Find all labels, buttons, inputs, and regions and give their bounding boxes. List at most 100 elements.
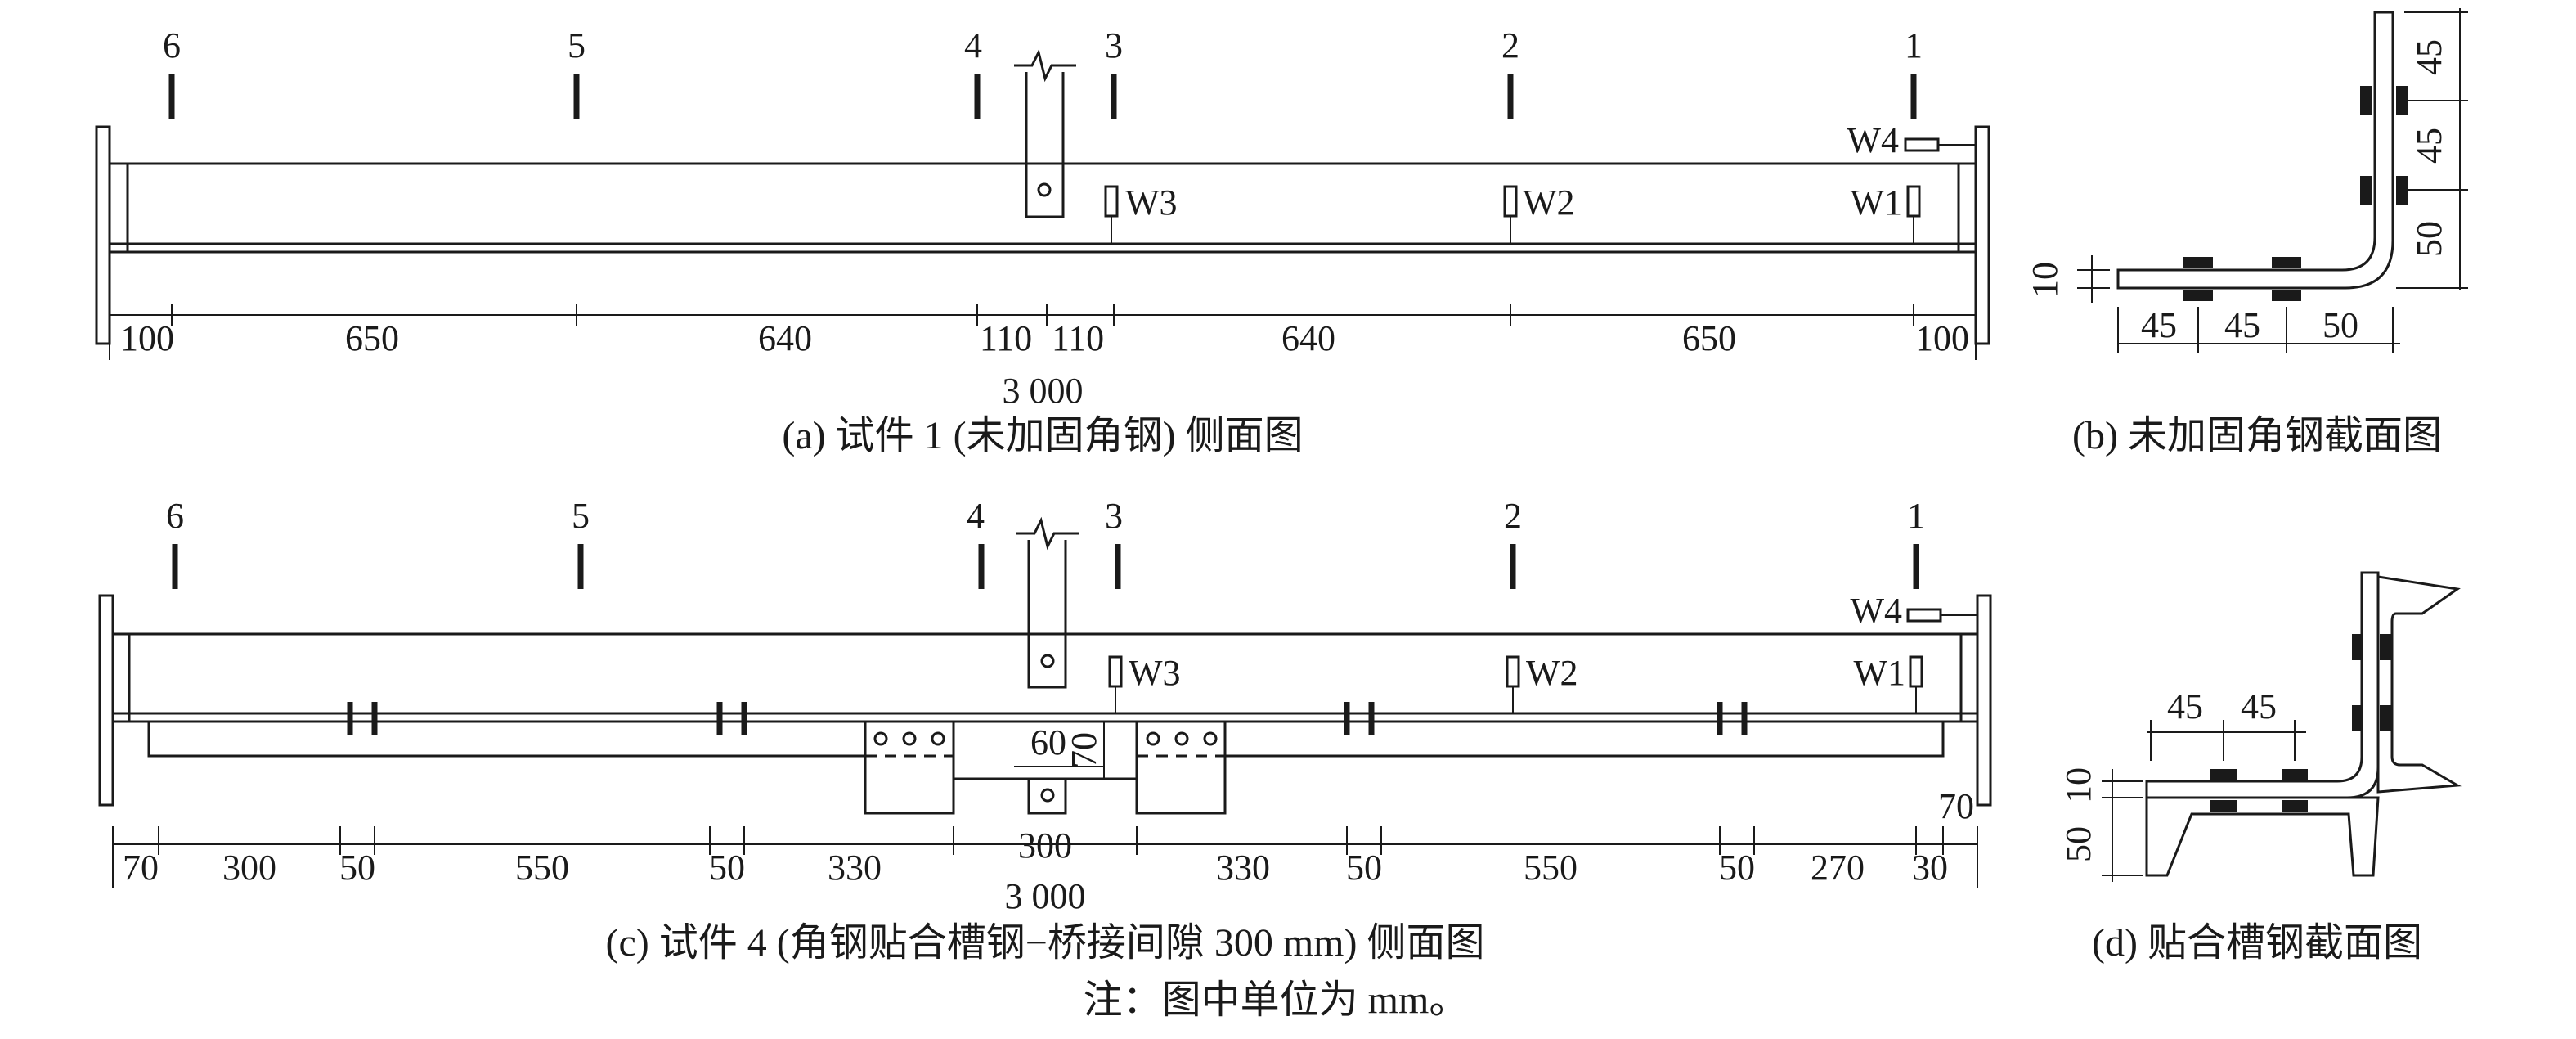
- dim-label: 30: [1912, 848, 1948, 888]
- section-label-4: 4: [964, 25, 982, 65]
- gap-label: 300: [1018, 825, 1072, 866]
- dimension-line: [112, 826, 1978, 888]
- bolt: [2396, 176, 2408, 205]
- channel-section-upper: [2376, 575, 2462, 794]
- dimension-line: [109, 304, 1977, 360]
- section-label-6: 6: [163, 25, 181, 65]
- channel-left: [147, 722, 865, 758]
- panel-d-channel-section: 45 45 10 50 (d) 贴合槽钢截面图: [2058, 571, 2462, 965]
- loading-plate: [1016, 516, 1079, 815]
- plate-height-label: 70: [1064, 732, 1104, 768]
- gauge-label-w2: W2: [1526, 653, 1578, 693]
- section-label-6: 6: [166, 496, 184, 536]
- bolt: [2210, 769, 2237, 780]
- dim-label: 100: [120, 318, 174, 358]
- section-label-2: 2: [1501, 25, 1519, 65]
- panel-a-side-view: 6 5 4 3 2 1 W3 W2 W1 W4: [95, 25, 1990, 457]
- dim-label: 640: [1281, 318, 1335, 358]
- bolt: [2282, 769, 2308, 780]
- bolt: [2360, 176, 2372, 205]
- dim-label: 550: [1524, 848, 1577, 888]
- angle-section-outline: [2116, 11, 2394, 290]
- bolt: [2272, 257, 2301, 268]
- angle-section-outline: [2145, 571, 2380, 799]
- bolt: [2210, 800, 2237, 812]
- dim-label: 650: [1682, 318, 1736, 358]
- vertical-dim-label: 50: [2409, 221, 2449, 257]
- right-end-plate: [1976, 594, 1992, 807]
- bolt: [2352, 634, 2363, 660]
- dim-label: 50: [1719, 848, 1755, 888]
- left-end-plate: [95, 125, 111, 345]
- section-label-1: 1: [1907, 496, 1925, 536]
- dim-label: 50: [339, 848, 375, 888]
- dim-label: 270: [1811, 848, 1865, 888]
- gauge-label-w3: W3: [1125, 182, 1178, 223]
- plate-width-label: 60: [1030, 722, 1066, 762]
- section-label-2: 2: [1504, 496, 1522, 536]
- section-label-5: 5: [572, 496, 590, 536]
- dim-label: 110: [1052, 318, 1104, 358]
- bolt: [2183, 257, 2213, 268]
- right-end-plate: [1974, 125, 1990, 345]
- dim-label: 650: [345, 318, 399, 358]
- horizontal-dim-label: 45: [2141, 305, 2177, 345]
- panel-b-angle-section: 45 45 50 10 45 45 50 (b) 未加固角钢截面图: [2025, 8, 2468, 457]
- bolt: [2183, 290, 2213, 301]
- panel-d-caption: (d) 贴合槽钢截面图: [2092, 921, 2422, 965]
- panel-c-side-view: 60 70 6 5 4 3 2 1: [98, 496, 1992, 965]
- displacement-gauges: W3 W2 W1 W4: [1104, 120, 1976, 244]
- gauge-label-w2: W2: [1523, 182, 1575, 223]
- horizontal-dim-label: 45: [2224, 305, 2260, 345]
- thickness-label: 10: [2025, 262, 2065, 298]
- bridging-plate-left: [864, 720, 955, 815]
- vertical-dim-label: 45: [2409, 128, 2449, 164]
- bolt: [2352, 705, 2363, 731]
- bolt: [2380, 705, 2391, 731]
- vertical-dim-label: 45: [2409, 39, 2449, 75]
- units-note: 注：图中单位为 mm。: [1084, 978, 1469, 1022]
- dim-label: 50: [709, 848, 745, 888]
- dim-label: 70: [123, 848, 159, 888]
- section-markers: 6 5 4 3 2 1: [163, 25, 1923, 119]
- gauge-label-w1: W1: [1853, 653, 1905, 693]
- section-label-5: 5: [568, 25, 586, 65]
- bolt: [2396, 86, 2408, 115]
- dim-label: 330: [1216, 848, 1270, 888]
- total-length-label: 3 000: [1005, 876, 1086, 916]
- bridging-plate-right: [1135, 720, 1227, 815]
- section-label-4: 4: [967, 496, 985, 536]
- bolt: [2380, 634, 2391, 660]
- horizontal-dim-label: 45: [2241, 686, 2277, 726]
- dim-label: 100: [1915, 318, 1969, 358]
- section-markers: 6 5 4 3 2 1: [166, 496, 1925, 589]
- bolt: [2360, 86, 2372, 115]
- channel-section-lower: [2145, 796, 2380, 877]
- loading-plate: [1014, 48, 1076, 218]
- panel-c-caption: (c) 试件 4 (角钢贴合槽钢−桥接间隙 300 mm) 侧面图: [606, 921, 1485, 965]
- gauge-label-w1: W1: [1850, 182, 1902, 223]
- vertical-dim-label: 50: [2058, 826, 2098, 862]
- dim-label: 640: [758, 318, 812, 358]
- displacement-gauges: W3 W2 W1 W4: [1108, 591, 1977, 713]
- panel-b-caption: (b) 未加固角钢截面图: [2072, 414, 2442, 457]
- gauge-label-w4: W4: [1850, 591, 1902, 631]
- section-label-3: 3: [1105, 496, 1123, 536]
- channel-right: [1224, 722, 1945, 758]
- horizontal-dim-label: 50: [2322, 305, 2358, 345]
- panel-a-caption: (a) 试件 1 (未加固角钢) 侧面图: [782, 414, 1303, 457]
- section-label-3: 3: [1105, 25, 1123, 65]
- bolt: [2272, 290, 2301, 301]
- gauge-label-w3: W3: [1129, 653, 1181, 693]
- dim-label: 550: [515, 848, 569, 888]
- double-bar-marks: [347, 702, 1748, 735]
- dim-label: 300: [222, 848, 276, 888]
- dim-label: 330: [828, 848, 882, 888]
- bolt: [2282, 800, 2308, 812]
- horizontal-dim-label: 45: [2167, 686, 2203, 726]
- section-label-1: 1: [1905, 25, 1923, 65]
- gauge-label-w4: W4: [1847, 120, 1899, 160]
- bridging-bolts: [873, 731, 1218, 746]
- left-end-plate: [98, 594, 114, 807]
- vertical-dim-label: 10: [2058, 767, 2098, 803]
